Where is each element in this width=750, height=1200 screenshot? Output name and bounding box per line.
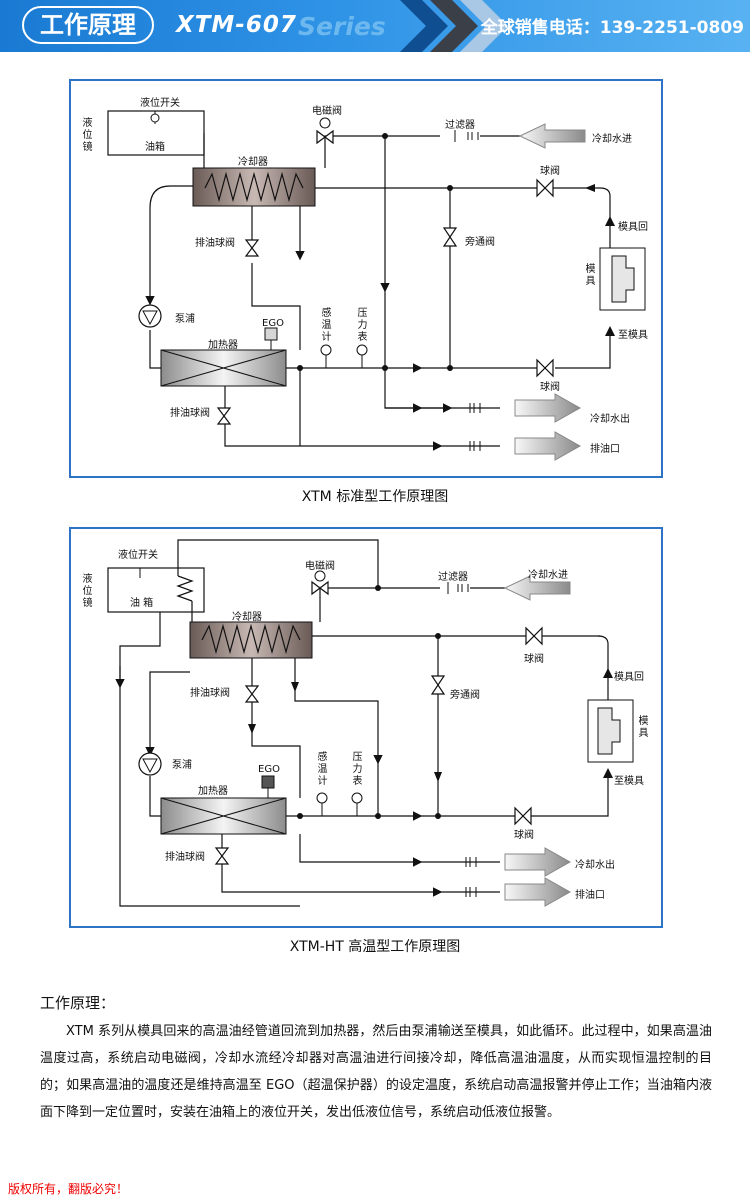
diagram-high-temp: 液位开关 液位镜 油 箱 电磁阀 过滤器 冷却水进 冷却器 球阀 排油球阀 旁通…	[0, 526, 750, 928]
label-ball-valve-bottom: 球阀	[514, 830, 534, 841]
label-solenoid: 电磁阀	[305, 561, 335, 572]
label-ball-valve-top: 球阀	[540, 166, 560, 177]
diagram-high-temp-caption: XTM-HT 高温型工作原理图	[289, 939, 461, 955]
description-body: XTM 系列从模具回来的高温油经管道回流到加热器，然后由泵浦输送至模具，如此循环…	[40, 1024, 712, 1120]
label-drain-port: 排油口	[590, 444, 620, 455]
label-thermometer: 感温计	[317, 752, 328, 787]
diagram-standard-caption: XTM 标准型工作原理图	[301, 489, 449, 505]
label-level-gauge: 液位镜	[82, 118, 93, 153]
label-to-mold: 至模具	[614, 776, 644, 787]
label-oil-tank: 油箱	[145, 142, 165, 153]
label-mold-return: 模具回	[618, 222, 648, 233]
label-mold: 模具	[585, 264, 596, 287]
label-mold: 模具	[638, 716, 649, 739]
description-heading: 工作原理：	[40, 994, 116, 1012]
label-cooling-in: 冷却水进	[528, 570, 568, 581]
label-level-switch: 液位开关	[118, 550, 158, 561]
label-drain-valve-bottom: 排油球阀	[165, 852, 205, 863]
label-ball-valve-top: 球阀	[524, 654, 544, 665]
sales-hotline: 全球销售电话：139-2251-0809	[480, 18, 744, 38]
label-oil-tank: 油 箱	[130, 598, 154, 609]
label-filter: 过滤器	[438, 572, 468, 583]
label-pressure-gauge: 压力表	[352, 752, 363, 787]
series-label: Series	[298, 12, 386, 41]
label-to-mold: 至模具	[618, 330, 648, 341]
label-cooler: 冷却器	[232, 612, 262, 623]
label-level-gauge: 液位镜	[82, 574, 93, 609]
label-ball-valve-bottom: 球阀	[540, 382, 560, 393]
label-drain-valve-top: 排油球阀	[195, 238, 235, 249]
diagram-high-temp-graphic	[69, 527, 663, 928]
diagram-standard-graphic	[69, 79, 663, 478]
label-ego: EGO	[258, 764, 280, 775]
label-cooling-out: 冷却水出	[575, 860, 615, 871]
label-thermometer: 感温计	[321, 308, 332, 343]
label-ego: EGO	[262, 318, 284, 329]
label-mold-return: 模具回	[614, 672, 644, 683]
diagram-standard: 液位开关 液位镜 油箱 电磁阀 过滤器 冷却水进 冷却器 球阀 排油球阀 旁通阀…	[0, 78, 750, 478]
label-cooler: 冷却器	[238, 157, 268, 168]
label-solenoid: 电磁阀	[312, 106, 342, 117]
chevron-arrows-icon	[400, 0, 508, 52]
label-heater: 加热器	[198, 786, 228, 797]
model-name: XTM-607	[176, 12, 297, 38]
label-drain-valve-top: 排油球阀	[190, 688, 230, 699]
label-bypass: 旁通阀	[450, 690, 480, 701]
label-pump: 泵浦	[175, 314, 195, 325]
label-filter: 过滤器	[445, 120, 475, 131]
header-banner: 工作原理 XTM-607 Series 全球销售电话：139-2251-0809	[0, 0, 750, 52]
section-title: 工作原理	[22, 6, 154, 44]
label-drain-port: 排油口	[575, 890, 605, 901]
label-heater: 加热器	[208, 340, 238, 351]
label-drain-valve-bottom: 排油球阀	[170, 408, 210, 419]
label-cooling-out: 冷却水出	[590, 414, 630, 425]
label-pump: 泵浦	[172, 760, 192, 771]
label-cooling-in: 冷却水进	[592, 134, 632, 145]
label-bypass: 旁通阀	[465, 237, 495, 248]
label-pressure-gauge: 压力表	[357, 308, 368, 343]
copyright-notice: 版权所有，翻版必究！	[8, 1182, 129, 1196]
label-level-switch: 液位开关	[140, 98, 180, 109]
